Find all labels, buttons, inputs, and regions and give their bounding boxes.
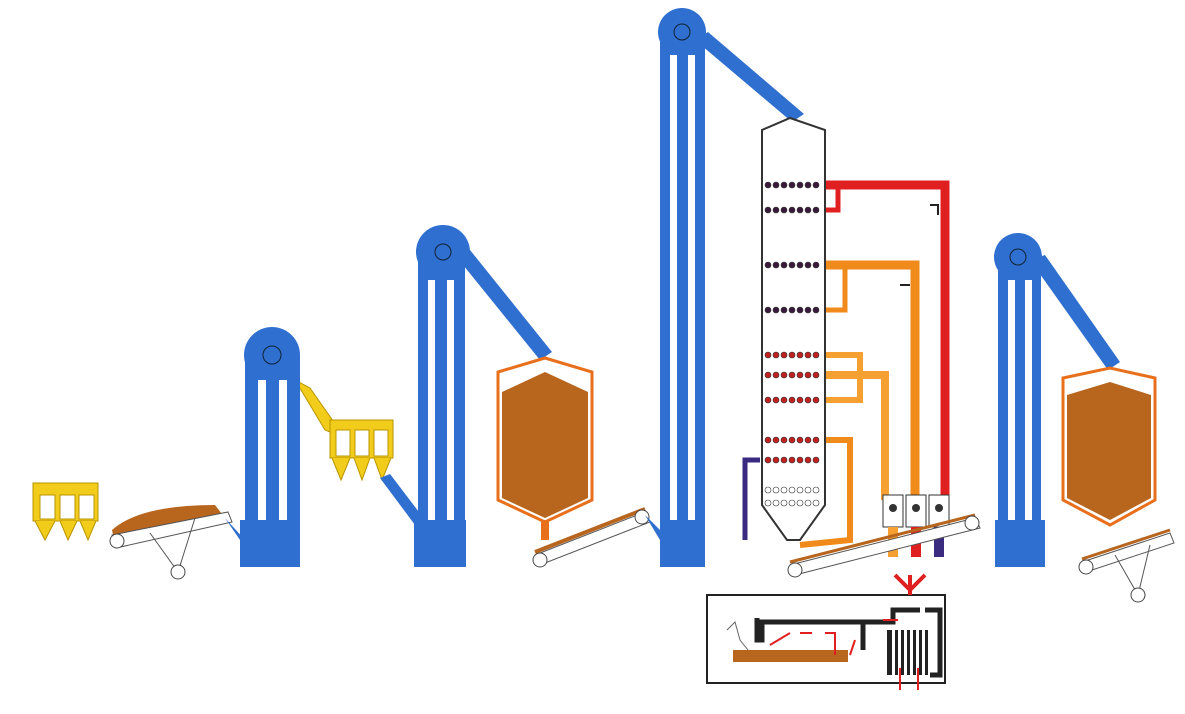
belt-conveyor-4	[1078, 528, 1175, 603]
bucket-elevator-1	[225, 327, 347, 567]
belt-conveyor-3	[787, 513, 981, 578]
air-duct-mark	[764, 181, 772, 189]
air-duct-mark	[780, 206, 788, 214]
air-duct-mark	[788, 486, 796, 494]
air-duct-mark	[788, 306, 796, 314]
dryer-tower	[761, 116, 826, 541]
air-duct-mark	[764, 371, 772, 379]
air-duct-mark	[812, 206, 820, 214]
air-duct-mark	[772, 486, 780, 494]
air-duct-mark	[796, 181, 804, 189]
air-duct-mark	[780, 499, 788, 507]
air-duct-mark	[796, 396, 804, 404]
air-duct-mark	[764, 486, 772, 494]
air-duct-mark	[804, 306, 812, 314]
belt-conveyor-1	[109, 505, 233, 580]
air-duct-mark	[788, 456, 796, 464]
air-duct-mark	[764, 206, 772, 214]
air-duct-mark	[788, 206, 796, 214]
air-duct-mark	[796, 499, 804, 507]
air-duct-mark	[788, 436, 796, 444]
air-duct-mark	[812, 306, 820, 314]
air-duct-mark	[788, 499, 796, 507]
air-duct-mark	[772, 351, 780, 359]
pre-cleaner-1	[32, 482, 99, 542]
air-duct-mark	[780, 261, 788, 269]
air-duct-mark	[772, 306, 780, 314]
air-duct-mark	[780, 306, 788, 314]
air-duct-mark	[804, 206, 812, 214]
air-duct-mark	[772, 261, 780, 269]
air-duct-mark	[780, 436, 788, 444]
air-duct-mark	[780, 456, 788, 464]
air-duct-mark	[764, 456, 772, 464]
air-duct-mark	[772, 181, 780, 189]
air-duct-mark	[812, 396, 820, 404]
air-duct-mark	[772, 396, 780, 404]
air-duct-mark	[804, 436, 812, 444]
air-duct-mark	[764, 436, 772, 444]
bucket-elevator-2	[414, 225, 552, 567]
air-duct-mark	[796, 261, 804, 269]
air-duct-mark	[772, 206, 780, 214]
air-duct-mark	[804, 261, 812, 269]
air-duct-mark	[796, 436, 804, 444]
dry-grain-bin	[1061, 366, 1157, 527]
air-duct-mark	[812, 351, 820, 359]
air-duct-mark	[780, 396, 788, 404]
air-duct-mark	[812, 499, 820, 507]
air-duct-mark	[804, 181, 812, 189]
hot-air-ducts	[742, 180, 950, 548]
hot-air-furnace	[706, 573, 946, 690]
air-duct-mark	[764, 306, 772, 314]
air-duct-mark	[804, 396, 812, 404]
air-duct-mark	[780, 351, 788, 359]
air-duct-mark	[812, 261, 820, 269]
air-duct-mark	[804, 486, 812, 494]
air-duct-mark	[788, 181, 796, 189]
bucket-elevator-4	[994, 233, 1120, 567]
air-duct-mark	[772, 456, 780, 464]
air-duct-mark	[796, 206, 804, 214]
air-duct-mark	[764, 396, 772, 404]
air-duct-mark	[796, 351, 804, 359]
air-duct-mark	[788, 261, 796, 269]
air-duct-mark	[788, 351, 796, 359]
air-duct-mark	[780, 486, 788, 494]
air-duct-mark	[812, 486, 820, 494]
air-duct-mark	[772, 371, 780, 379]
air-duct-mark	[796, 371, 804, 379]
air-duct-mark	[812, 181, 820, 189]
pre-cleaner-2	[329, 419, 425, 525]
air-duct-mark	[772, 499, 780, 507]
air-duct-mark	[804, 351, 812, 359]
air-duct-mark	[764, 499, 772, 507]
air-duct-mark	[796, 486, 804, 494]
air-duct-mark	[796, 456, 804, 464]
air-duct-mark	[796, 306, 804, 314]
air-duct-mark	[804, 499, 812, 507]
air-duct-mark	[804, 371, 812, 379]
air-duct-mark	[812, 371, 820, 379]
air-duct-mark	[788, 371, 796, 379]
air-duct-mark	[764, 351, 772, 359]
wet-grain-bin	[496, 356, 594, 540]
air-duct-mark	[772, 436, 780, 444]
air-duct-mark	[764, 261, 772, 269]
air-duct-mark	[804, 456, 812, 464]
air-duct-mark	[812, 436, 820, 444]
air-duct-mark	[780, 371, 788, 379]
air-duct-mark	[780, 181, 788, 189]
bucket-elevator-3	[658, 8, 804, 567]
air-duct-mark	[788, 396, 796, 404]
air-duct-mark	[812, 456, 820, 464]
